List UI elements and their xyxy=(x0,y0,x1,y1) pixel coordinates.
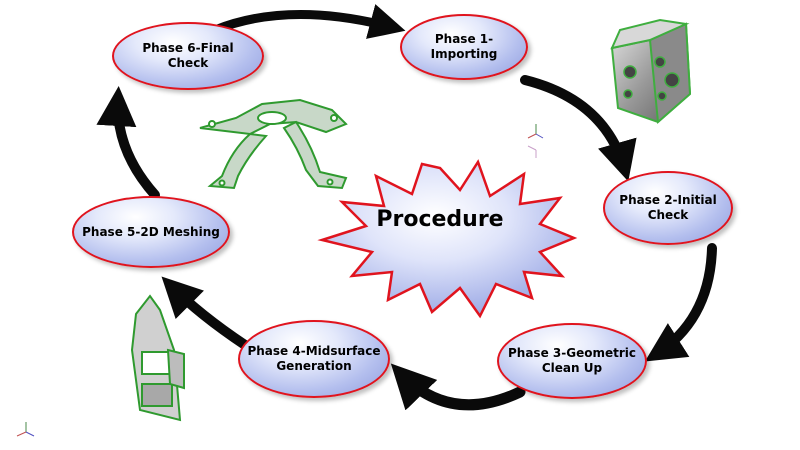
arrow-phase5-to-phase6 xyxy=(96,86,160,200)
phase-1-importing: Phase 1-Importing xyxy=(400,14,528,80)
arrow-phase2-to-phase3 xyxy=(644,243,717,362)
arrow-phase4-to-phase5 xyxy=(161,276,250,350)
phase-4-label: Phase 4-Midsurface Generation xyxy=(247,344,381,373)
phase-5-2d-meshing: Phase 5-2D Meshing xyxy=(72,196,230,268)
phase-2-initial-check: Phase 2-Initial Check xyxy=(603,171,733,245)
phase-6-label: Phase 6-Final Check xyxy=(142,41,234,70)
arrow-phase6-to-phase1 xyxy=(210,4,406,39)
flat-plate-part xyxy=(130,294,185,422)
axis-triad-icon xyxy=(527,124,544,158)
phase-2-label: Phase 2-Initial Check xyxy=(619,193,717,222)
phase-5-label: Phase 5-2D Meshing xyxy=(82,224,220,239)
procedure-starburst xyxy=(317,159,578,319)
phase-1-label: Phase 1-Importing xyxy=(430,32,498,61)
phase-3-label: Phase 3-Geometric Clean Up xyxy=(508,346,636,375)
bracket-part xyxy=(199,98,348,190)
phase-4-midsurface-generation: Phase 4-Midsurface Generation xyxy=(238,320,390,398)
sheet-metal-box-part xyxy=(610,18,692,125)
phase-6-final-check: Phase 6-Final Check xyxy=(112,22,264,90)
arrow-phase3-to-phase4 xyxy=(390,363,526,411)
axis-triad-icon xyxy=(16,422,35,437)
phase-3-geometric-clean-up: Phase 3-Geometric Clean Up xyxy=(497,323,647,399)
procedure-label: Procedure xyxy=(376,207,504,232)
arrow-phase1-to-phase2 xyxy=(520,75,637,182)
